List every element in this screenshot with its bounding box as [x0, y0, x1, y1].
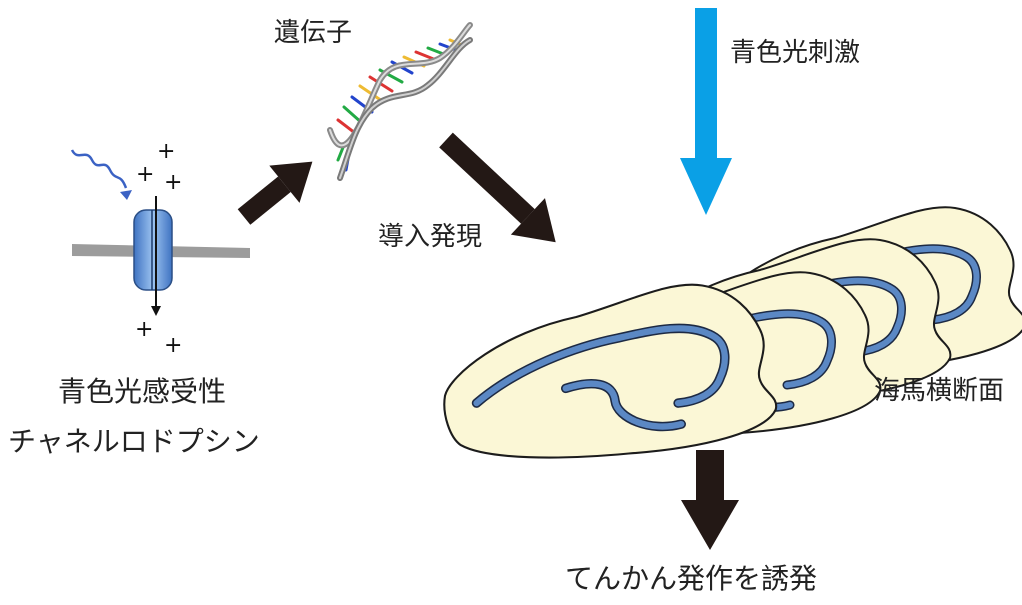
channel-label-line2: チャネルロドプシン [8, 425, 260, 458]
gene-label: 遺伝子 [274, 18, 353, 48]
svg-text:+: + [164, 170, 182, 195]
channelrhodopsin-protein [133, 196, 173, 316]
dna-helix-icon [327, 22, 473, 181]
svg-text:+: + [135, 317, 153, 342]
hippocampus-label: 海馬横断面 [874, 376, 1005, 406]
hippocampus-slice-1 [444, 285, 776, 458]
svg-text:+: + [157, 139, 175, 164]
arrow-protein-to-gene [237, 161, 313, 225]
arrow-gene-to-hippocampus [439, 132, 556, 243]
seizure-label: てんかん発作を誘発 [565, 562, 818, 595]
channel-label-line1: 青色光感受性 [58, 375, 227, 408]
introduce-label: 導入発現 [378, 222, 483, 252]
light-wave-icon [70, 149, 128, 189]
blue-light-arrow [680, 8, 732, 215]
svg-text:+: + [136, 162, 154, 187]
blue-light-label: 青色光刺激 [730, 38, 861, 68]
light-wave-arrowhead [120, 190, 132, 200]
svg-text:+: + [164, 333, 182, 358]
arrow-to-seizure [681, 450, 739, 550]
ion-charges: + + + + + [135, 139, 182, 358]
